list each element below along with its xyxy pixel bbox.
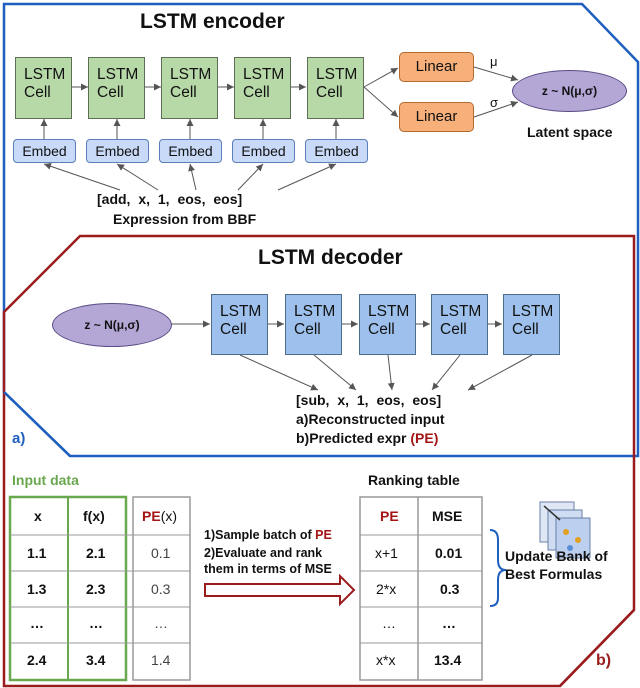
decoder-latent-ellipse: z ~ N(μ,σ) <box>52 303 172 347</box>
sigma-label: σ <box>490 95 499 110</box>
ranking-row-4-pe: x*x <box>376 652 396 668</box>
pe-column-border <box>132 496 191 681</box>
encoder-title: LSTM encoder <box>140 10 285 33</box>
ranking-row-2-mse: 0.3 <box>440 581 460 597</box>
input-header-fx: f(x) <box>83 508 105 524</box>
input-row-1-pe: 0.1 <box>151 545 171 561</box>
linear-mu: Linear <box>399 52 474 82</box>
step-1-label: 1)Sample batch of PE <box>204 528 332 542</box>
ranking-row-1-mse: 0.01 <box>435 545 463 561</box>
bank-brace <box>489 529 507 607</box>
step-1-pe: PE <box>315 528 332 542</box>
panel-b-label: b) <box>596 652 612 669</box>
input-row-2-fx: 2.3 <box>86 581 106 597</box>
ranking-table-title: Ranking table <box>368 472 460 488</box>
pe-header-suffix: (x) <box>160 508 178 524</box>
panel-a-label: a) <box>12 430 26 447</box>
input-row-3-fx: … <box>89 615 103 631</box>
embed-5: Embed <box>305 139 368 163</box>
ranking-row-1-pe: x+1 <box>375 545 398 561</box>
embed-4: Embed <box>232 139 295 163</box>
input-header-pe: PE(x) <box>142 508 177 524</box>
step-1-text: 1)Sample batch of <box>204 528 316 542</box>
ranking-row-3-pe: … <box>382 615 396 631</box>
mu-label: μ <box>490 54 498 69</box>
predicted-expr-text: b)Predicted expr <box>296 430 411 446</box>
input-row-4-fx: 3.4 <box>86 652 106 668</box>
linear-sigma: Linear <box>399 102 474 132</box>
input-row-4-pe: 1.4 <box>151 652 171 668</box>
input-data-title: Input data <box>12 472 79 488</box>
input-row-1-fx: 2.1 <box>86 545 106 561</box>
ranking-row-2-pe: 2*x <box>376 581 397 597</box>
encoder-input-caption: Expression from BBF <box>113 211 257 227</box>
predicted-expr-label: b)Predicted expr (PE) <box>296 430 438 446</box>
input-row-3-pe: … <box>154 615 168 631</box>
bank-label-line-1: Update Bank of <box>505 548 608 564</box>
embed-3: Embed <box>159 139 222 163</box>
predicted-expr-pe: (PE) <box>410 430 439 446</box>
input-header-x: x <box>34 508 42 524</box>
input-row-4-x: 2.4 <box>27 652 47 668</box>
step-2-line-2: them in terms of MSE <box>204 562 332 576</box>
ranking-header-mse: MSE <box>432 508 463 524</box>
embed-1: Embed <box>13 139 76 163</box>
embed-2: Embed <box>86 139 149 163</box>
bank-label-line-2: Best Formulas <box>505 566 603 582</box>
decoder-output-sequence: [sub, x, 1, eos, eos] <box>296 392 442 408</box>
encoder-latent-ellipse: z ~ N(μ,σ) <box>512 70 627 112</box>
input-row-1-x: 1.1 <box>27 545 47 561</box>
latent-space-label: Latent space <box>527 124 613 140</box>
ranking-row-4-mse: 13.4 <box>434 652 462 668</box>
ranking-table-border <box>359 496 483 681</box>
decoder-title: LSTM decoder <box>258 246 403 269</box>
ranking-row-3-mse: … <box>442 615 456 631</box>
pe-header-pe: PE <box>142 508 161 524</box>
formula-bank-icon <box>539 501 591 559</box>
input-row-3-x: … <box>30 615 44 631</box>
encoder-input-sequence: [add, x, 1, eos, eos] <box>97 191 243 207</box>
ranking-header-pe: PE <box>380 508 399 524</box>
reconstructed-input-label: a)Reconstructed input <box>296 411 445 427</box>
process-arrow <box>204 573 356 607</box>
input-row-2-pe: 0.3 <box>151 581 171 597</box>
step-2-line-1: 2)Evaluate and rank <box>204 546 323 560</box>
input-row-2-x: 1.3 <box>27 581 47 597</box>
